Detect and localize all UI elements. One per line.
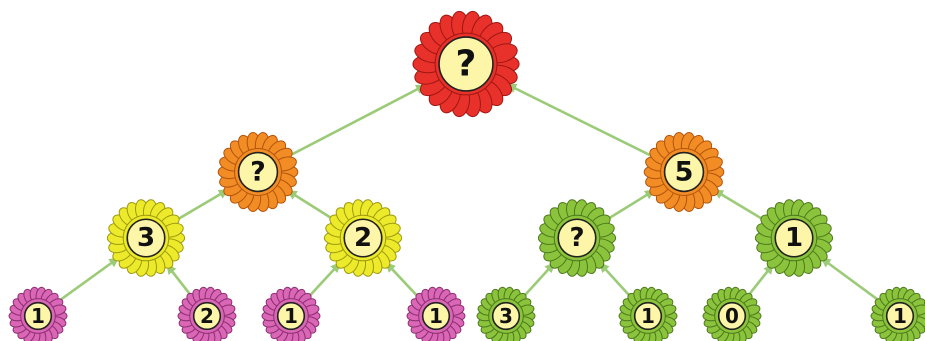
flower-value: 1 [31,304,45,328]
arrow-b2-to-l1 [166,263,193,297]
arrow-l1-to-left [174,189,229,222]
flower-b2: 2 [177,286,237,341]
flower-b5: 3 [476,286,536,341]
arrow-left-to-root [288,84,427,158]
flower-right: 5 [643,132,725,212]
flower-l1: 3 [106,199,186,277]
flower-value: 3 [499,304,513,328]
arrow-r2-to-right [713,189,766,222]
flower-center [237,151,279,193]
arrow-b1-to-l1 [58,257,120,302]
flower-center [491,301,521,331]
arrow-b5-to-r1 [522,262,555,298]
flower-center [23,301,53,331]
flower-r2: 1 [754,199,834,277]
flower-value: 2 [200,304,214,328]
flower-value: 3 [137,223,155,253]
arrows-layer [58,83,880,302]
flower-b8: 1 [870,286,925,341]
flower-value: 1 [785,223,803,253]
flower-center [633,301,663,331]
arrow-b4-to-l2 [385,262,420,298]
flower-r1: ? [537,199,617,277]
flower-center [774,218,814,258]
petals [217,132,299,212]
arrow-l2-to-left [286,190,335,222]
flower-center [885,301,915,331]
flower-value: 2 [354,223,372,253]
flower-b1: 1 [8,286,68,341]
flower-l2: 2 [323,199,403,277]
flower-b7: 0 [702,286,762,341]
flower-value: ? [569,223,584,253]
flower-value: 0 [725,304,739,328]
flower-center [717,301,747,331]
flower-root: ? [412,10,520,118]
arrow-b6-to-r1 [599,262,632,298]
flower-value: ? [456,44,477,85]
flower-center [557,218,597,258]
arrow-b8-to-r2 [820,257,880,302]
flower-value: 1 [641,304,655,328]
arrow-r1-to-right [605,189,656,222]
flower-left: ? [217,132,299,212]
flower-center [438,36,494,92]
arrow-b7-to-r2 [747,263,774,297]
flower-center [276,301,306,331]
flower-center [663,151,705,193]
flower-center [126,218,166,258]
flower-value: 1 [284,304,298,328]
flower-value: 5 [675,157,694,188]
flower-b6: 1 [618,286,678,341]
flower-center [421,301,451,331]
flower-value: 1 [893,304,907,328]
flower-value: 1 [429,304,443,328]
arrow-b3-to-l2 [307,262,341,298]
flowers-layer: ?? 5 3 2? 1 1 2 1 1 3 1 0 1 [8,10,925,341]
arrow-right-to-root [506,83,654,158]
flower-center [192,301,222,331]
flower-value: ? [250,157,266,188]
flower-center [343,218,383,258]
